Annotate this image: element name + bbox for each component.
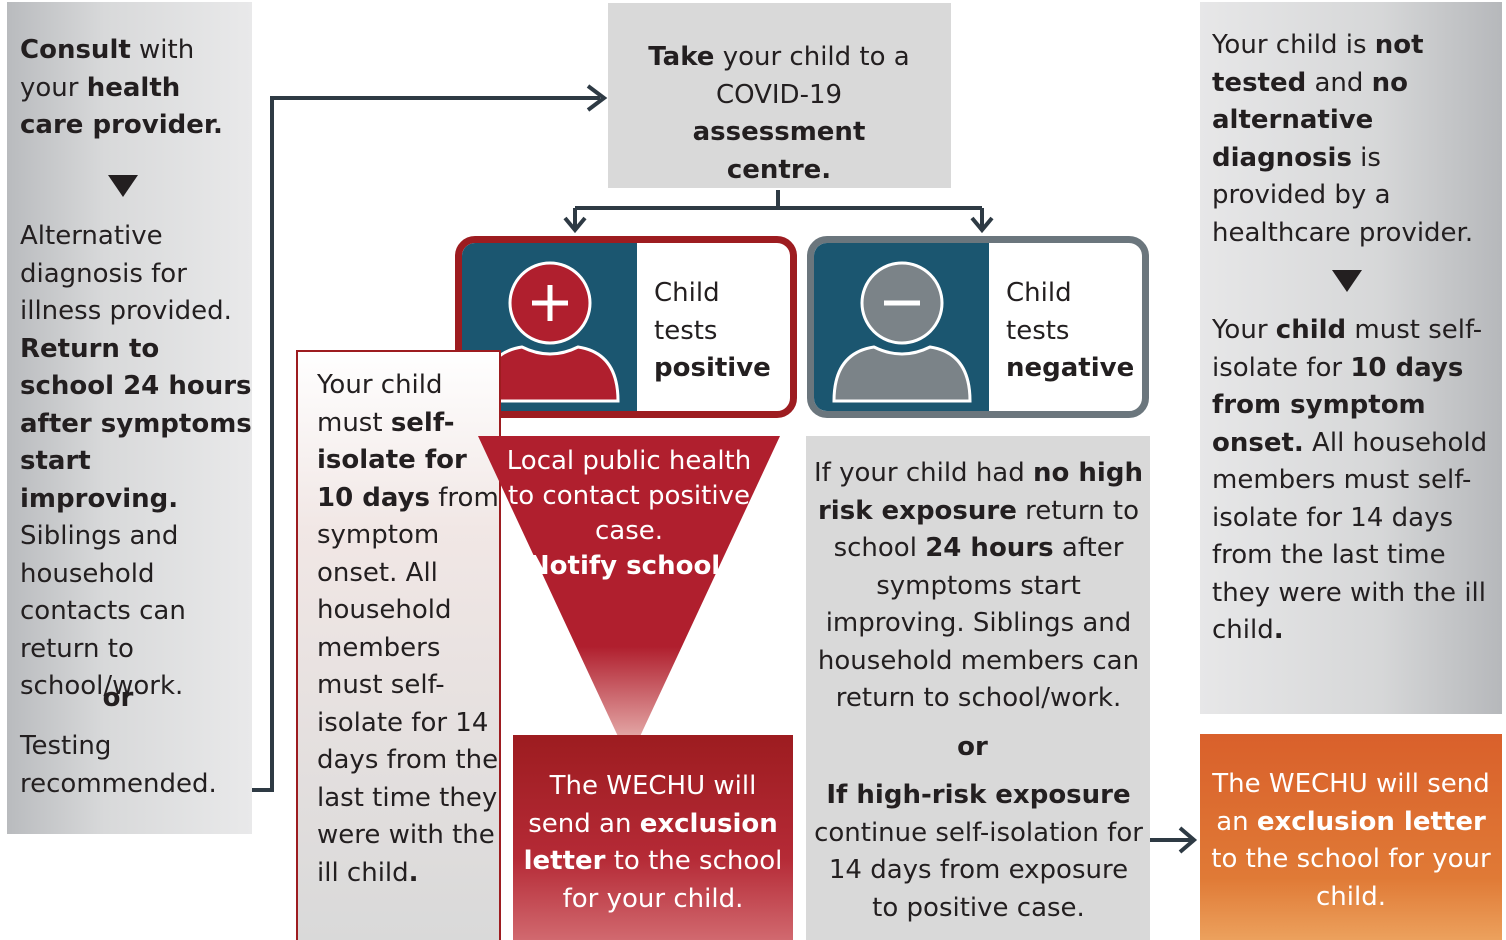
positive-isolation-panel — [296, 350, 501, 940]
consult-bold: Consult — [20, 35, 131, 65]
positive-isolation-text: Your child must self-isolate for 10 days… — [317, 370, 499, 888]
assessment-centre-box — [608, 3, 951, 188]
down-triangle-icon-right — [1332, 270, 1362, 292]
left-consult-panel — [7, 2, 252, 834]
left-or-label: or — [102, 683, 134, 713]
left-consult-text: Consult with your health care provider. — [20, 35, 223, 140]
arrowhead-positive — [563, 216, 587, 234]
exclusion-letter-red-text: The WECHU will send an exclusion letter … — [523, 771, 783, 914]
negative-info-panel — [806, 436, 1150, 940]
right-not-tested-panel — [1200, 2, 1502, 714]
assessment-centre-text: Take your child to a COVID-19 assessment… — [648, 42, 910, 185]
down-triangle-icon — [108, 175, 138, 197]
left-alt-diagnosis-text: Alternative diagnosis for illness provid… — [20, 221, 252, 701]
negative-label: Child tests negative — [1006, 278, 1135, 383]
arrowhead-letter — [1178, 826, 1198, 854]
right-isolation-text: Your child must self-isolate for 10 days… — [1212, 315, 1488, 645]
exclusion-letter-orange-text: The WECHU will send an exclusion letter … — [1211, 769, 1491, 912]
positive-label: Child tests positive — [654, 278, 771, 383]
positive-person-icon — [480, 261, 620, 403]
arrow-split — [573, 190, 984, 228]
negative-icon-panel — [814, 243, 989, 411]
left-testing-text: Testing recommended. — [20, 731, 217, 799]
high-risk-text: If high-risk exposure continue self-isol… — [814, 780, 1143, 923]
exclusion-letter-orange — [1200, 734, 1502, 940]
negative-info-text: If your child had no high risk exposure … — [814, 458, 1143, 713]
arrowhead-negative — [970, 216, 994, 234]
arrowhead-assessment — [586, 84, 608, 112]
triangle-text: Local public health to contact positive … — [506, 446, 752, 581]
exclusion-letter-red — [513, 735, 793, 940]
right-not-tested-text: Your child is not tested and no alternat… — [1212, 30, 1474, 248]
negative-or-label: or — [957, 732, 988, 762]
negative-person-icon — [832, 261, 972, 403]
arrow-testing-to-assessment — [232, 96, 600, 792]
negative-result-card: Child tests negative — [807, 236, 1149, 418]
